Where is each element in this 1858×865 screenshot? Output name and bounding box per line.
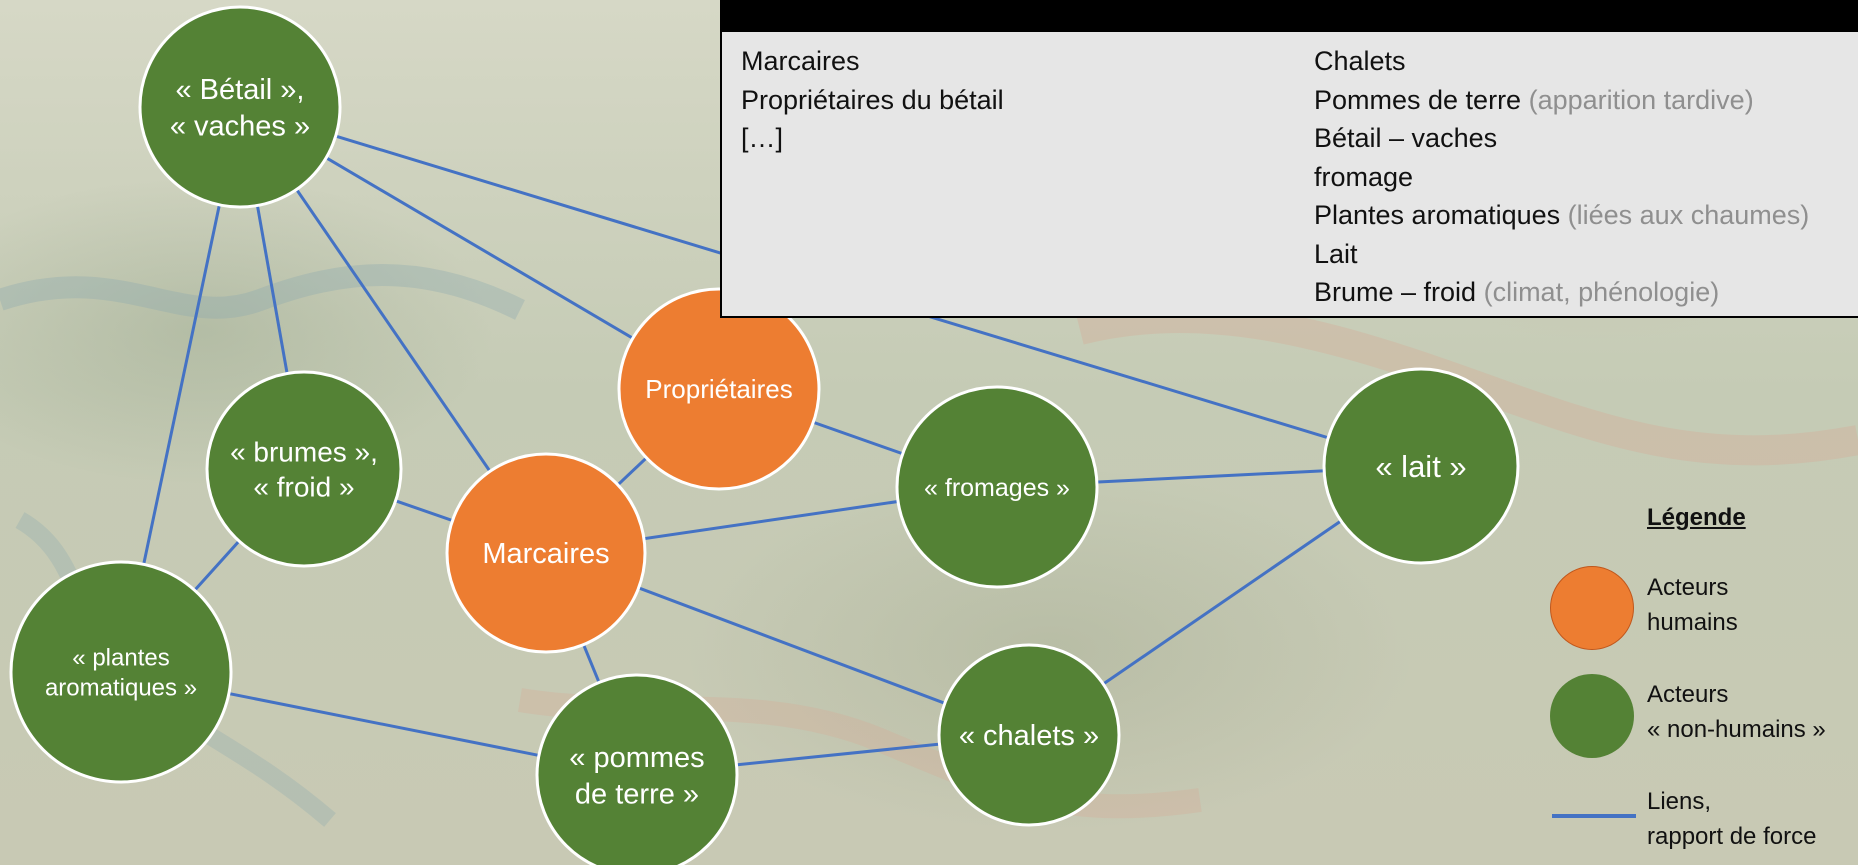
legend-human-swatch [1550,566,1634,650]
legend-non-human-label: Acteurs« non-humains » [1647,681,1826,743]
node-circle-proprietaires [617,287,821,491]
info-item: Bétail – vaches [1314,123,1498,153]
info-item: Propriétaires du bétail [741,84,1004,115]
legend-non-human-swatch [1550,674,1634,758]
node-circle-brumes [205,370,403,568]
node-circle-marcaires [445,452,647,654]
info-item: Chalets [1314,46,1406,76]
info-note: (climat, phénologie) [1476,277,1720,307]
node-label-pommes: « pommes [569,742,704,774]
node-circle-plantes [9,560,233,784]
node-betail: « Bétail », « vaches » [138,5,342,209]
node-label-plantes: aromatiques » [45,674,197,701]
info-note: (apparition tardive) [1521,84,1754,115]
node-label-proprietaires: Propriétaires [645,374,792,404]
info-item: fromage [1314,161,1414,192]
info-item: Brume – froid (climat, phénologie) [1314,277,1720,307]
node-lait: « lait » [1322,367,1520,565]
info-item: Pommes de terre (apparition tardive) [1314,84,1754,115]
node-label-brumes: « froid » [253,471,354,502]
node-brumes: « brumes », « froid » [205,370,403,568]
info-item: Lait [1314,238,1358,269]
node-circle-chalets [937,643,1121,827]
node-label-brumes: « brumes », [230,436,378,467]
info-item: Plantes aromatiques (liées aux chaumes) [1314,200,1810,230]
legend-title: Légende [1647,504,1746,531]
node-marcaires: Marcaires [445,452,647,654]
node-circle-fromages [895,385,1099,589]
node-label-betail: « Bétail », [176,74,305,106]
node-proprietaires: Propriétaires [617,287,821,491]
nodes-layer: « Bétail », « vaches » « brumes », « froid … [9,5,1520,865]
node-fromages: « fromages » [895,385,1099,589]
node-plantes: « plantes aromatiques » [9,560,233,784]
info-item: Marcaires [741,46,860,76]
node-chalets: « chalets » [937,643,1121,827]
legend-link-label: Liens,rapport de force [1647,788,1817,850]
info-item: […] [741,123,784,153]
node-pommes: « pommes de terre » [535,673,739,865]
node-label-chalets: « chalets » [959,720,1099,752]
info-note: (liées aux chaumes) [1560,200,1810,230]
node-circle-pommes [535,673,739,865]
node-label-pommes: de terre » [575,778,699,810]
node-label-plantes: « plantes [72,644,169,671]
node-label-fromages: « fromages » [924,474,1070,502]
node-label-betail: « vaches » [170,110,310,142]
top-black-bar [720,0,1858,32]
node-circle-betail [138,5,342,209]
legend-link-line [1552,814,1636,818]
node-label-marcaires: Marcaires [482,538,609,570]
node-label-lait: « lait » [1375,449,1466,484]
node-circle-lait [1322,367,1520,565]
